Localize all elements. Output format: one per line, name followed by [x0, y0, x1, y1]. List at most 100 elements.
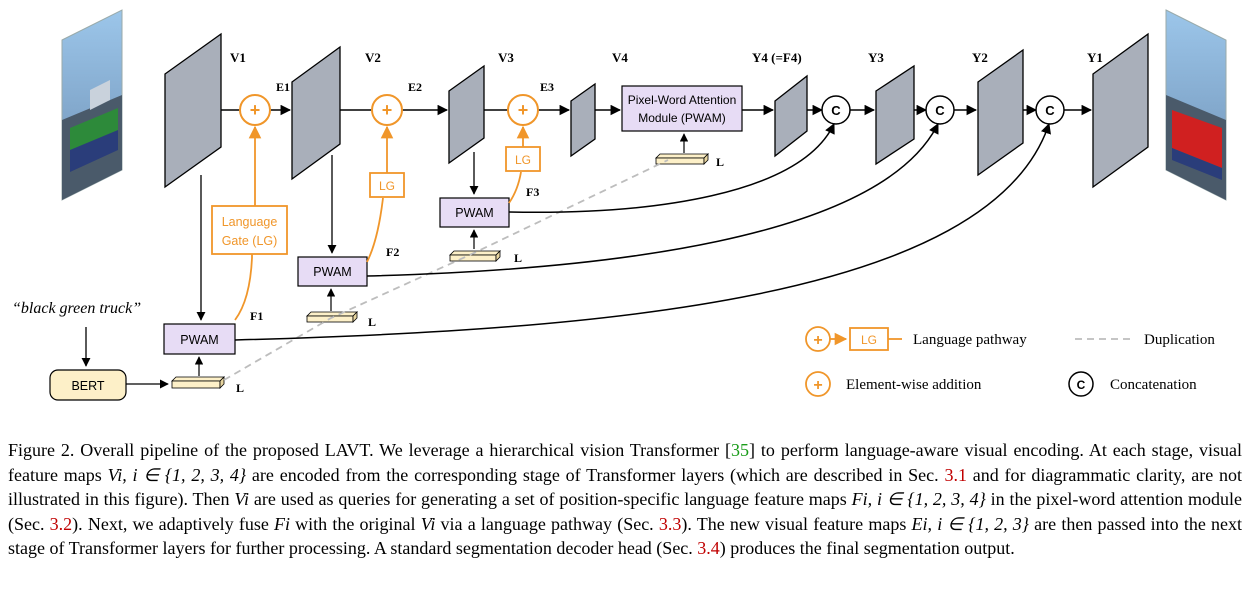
label-y4: Y4 (=F4)	[752, 50, 802, 65]
math-vi-2: Vi	[420, 513, 436, 534]
svg-text:LG: LG	[379, 179, 395, 193]
label-f2: F2	[386, 245, 399, 259]
feature-map-v1	[164, 32, 222, 189]
caption-text-1: Overall pipeline of the proposed LAVT. W…	[74, 440, 732, 460]
duplication-line	[223, 159, 669, 381]
math-fi-set: Fi, i ∈ {1, 2, 3, 4}	[851, 489, 986, 509]
pwam-stage4: Pixel-Word Attention Module (PWAM)	[621, 85, 743, 132]
legend-language-pathway: + LG Language pathway	[805, 326, 1027, 352]
feature-map-y1	[1092, 32, 1149, 189]
concat-node-2: C	[925, 95, 955, 125]
feature-map-v2	[291, 45, 341, 181]
label-e3: E3	[540, 80, 554, 94]
math-ei-set: Ei, i ∈ {1, 2, 3}	[911, 513, 1029, 534]
bert-box: BERT	[49, 369, 127, 401]
svg-text:+: +	[813, 332, 822, 349]
label-y3: Y3	[868, 50, 884, 65]
caption-text-12: ) produces the final segmentation output…	[719, 538, 1015, 558]
math-vi-set: Vi, i ∈ {1, 2, 3, 4}	[107, 464, 247, 485]
svg-text:Gate (LG): Gate (LG)	[222, 234, 278, 248]
lang-feature-l1	[171, 376, 225, 389]
svg-text:C: C	[831, 103, 841, 118]
feature-map-v4	[570, 82, 596, 158]
label-v4: V4	[612, 50, 628, 65]
feature-map-y2	[977, 48, 1024, 177]
section-link-3-4[interactable]: 3.4	[697, 538, 720, 558]
skip-f1-c3	[234, 123, 1051, 341]
pwam-stage2: PWAM	[297, 256, 368, 287]
add-node-1: +	[239, 94, 271, 126]
input-image	[61, 9, 123, 201]
caption-text-8: with the original	[290, 513, 421, 534]
caption-label: Figure 2.	[8, 440, 75, 460]
caption-text-2: ] to perform language-aware visual encod…	[8, 440, 1242, 485]
legend-elementwise-addition: + Element-wise addition	[805, 371, 982, 397]
label-y1: Y1	[1087, 50, 1103, 65]
output-image	[1165, 9, 1227, 201]
lg-path-3	[508, 171, 522, 204]
label-y2: Y2	[972, 50, 988, 65]
label-v2: V2	[365, 50, 381, 65]
math-fi: Fi	[274, 513, 290, 534]
section-link-3-1[interactable]: 3.1	[944, 464, 967, 485]
svg-text:C: C	[935, 103, 945, 118]
svg-text:Duplication: Duplication	[1144, 332, 1215, 348]
query-text: “black green truck”	[12, 300, 141, 317]
legend: + LG Language pathway Duplication + Elem…	[805, 326, 1215, 397]
svg-text:+: +	[250, 100, 261, 120]
lang-feature-l4	[655, 153, 709, 165]
feature-map-y4	[774, 74, 808, 158]
feature-map-y3	[875, 64, 915, 166]
svg-text:Concatenation: Concatenation	[1110, 377, 1197, 393]
lg-path-2	[366, 197, 384, 263]
label-e1: E1	[276, 80, 290, 94]
caption-text-5: are used as queries for generating a set…	[249, 489, 852, 509]
svg-text:PWAM: PWAM	[455, 206, 493, 220]
caption-text-6: in the pixel-word attention module (Sec.	[8, 489, 1242, 534]
math-vi: Vi	[234, 489, 250, 509]
svg-text:+: +	[518, 100, 529, 120]
section-link-3-2[interactable]: 3.2	[49, 513, 73, 534]
add-node-3: +	[507, 94, 539, 126]
svg-text:LG: LG	[861, 333, 877, 347]
label-f3: F3	[526, 185, 539, 199]
label-v1: V1	[230, 50, 246, 65]
svg-text:LG: LG	[515, 153, 531, 167]
pwam-stage1: PWAM	[163, 323, 236, 355]
skip-f2-c2	[366, 123, 939, 277]
caption-text-7: ). Next, we adaptively fuse	[72, 513, 274, 534]
svg-text:Module (PWAM): Module (PWAM)	[638, 111, 726, 125]
caption-text-9: via a language pathway (Sec.	[435, 513, 659, 534]
legend-duplication: Duplication	[1075, 332, 1215, 348]
citation-link-35[interactable]: 35	[731, 440, 750, 460]
svg-text:Element-wise addition: Element-wise addition	[846, 377, 982, 393]
lg-box-3: LG	[505, 146, 541, 172]
svg-text:Language pathway: Language pathway	[913, 332, 1027, 348]
label-v3: V3	[498, 50, 514, 65]
skip-f3-c1	[508, 123, 835, 214]
svg-text:C: C	[1045, 103, 1055, 118]
label-f1: F1	[250, 309, 263, 323]
svg-text:PWAM: PWAM	[313, 265, 351, 279]
pwam-stage3: PWAM	[439, 197, 510, 228]
label-l1: L	[236, 381, 244, 395]
concat-node-3: C	[1035, 95, 1065, 125]
pipeline-diagram: V1 V2 V3 V4 E1 E2 E3 Y4 (=F4) Y3 Y2 Y1 F…	[12, 9, 1227, 401]
language-gate-box: Language Gate (LG)	[211, 205, 288, 255]
section-link-3-3[interactable]: 3.3	[658, 513, 682, 534]
label-l3: L	[514, 251, 522, 265]
lg-box-2: LG	[369, 172, 405, 198]
svg-text:Pixel-Word Attention: Pixel-Word Attention	[628, 93, 737, 107]
add-node-2: +	[371, 94, 403, 126]
svg-text:PWAM: PWAM	[180, 333, 218, 347]
concat-node-1: C	[821, 95, 851, 125]
figure-caption: Figure 2. Overall pipeline of the propos…	[8, 438, 1242, 561]
svg-text:Language: Language	[222, 215, 278, 229]
svg-text:+: +	[382, 100, 393, 120]
svg-text:BERT: BERT	[71, 379, 104, 393]
caption-text-3: are encoded from the corresponding stage…	[246, 464, 945, 485]
label-e2: E2	[408, 80, 422, 94]
svg-text:+: +	[813, 377, 822, 394]
caption-text-4: and for diagrammatic clarity, are not il…	[8, 464, 1242, 510]
legend-concatenation: C Concatenation	[1068, 371, 1197, 397]
